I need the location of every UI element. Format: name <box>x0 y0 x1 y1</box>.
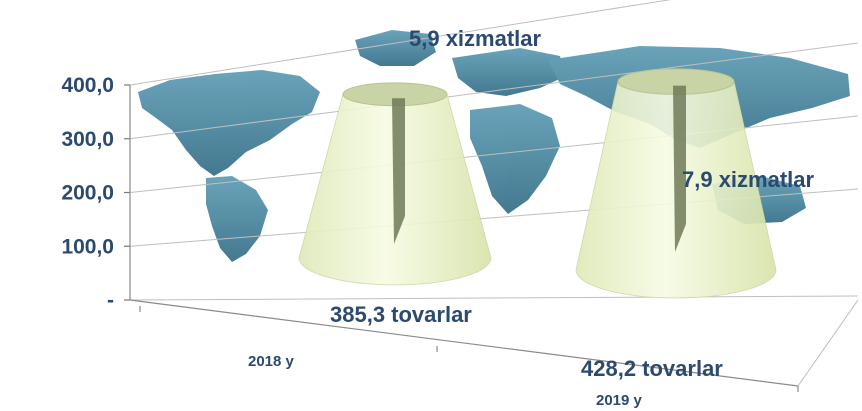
y-tick-layer: - 100,0 200,0 300,0 400,0 <box>61 74 114 312</box>
y-tick-label: 300,0 <box>61 128 114 151</box>
axis-layer <box>124 84 859 392</box>
map-europe <box>452 48 566 96</box>
x-tick-label: 2019 y <box>596 392 643 409</box>
y-tick-label: 100,0 <box>61 235 114 258</box>
data-label-services-2018: 5,9 xizmatlar <box>409 26 542 51</box>
label-layer: 5,9 xizmatlar 7,9 xizmatlar 385,3 tovarlar… <box>248 26 815 409</box>
y-tick-label: - <box>107 289 114 312</box>
cone-2 <box>575 68 777 299</box>
map-north-america <box>138 70 320 176</box>
data-label-goods-2018: 385,3 tovarlar <box>330 302 472 327</box>
map-africa <box>470 104 560 214</box>
gridline <box>129 42 859 140</box>
cone-layer <box>298 68 777 299</box>
service-wedge <box>673 85 686 252</box>
cone-1 <box>298 82 492 286</box>
service-wedge <box>392 98 405 244</box>
x-axis-line <box>129 299 799 387</box>
map-greenland <box>355 30 436 66</box>
data-label-services-2019: 7,9 xizmatlar <box>682 167 815 192</box>
gridline <box>129 295 859 301</box>
map-south-america <box>206 176 268 262</box>
y-tick-label: 200,0 <box>61 182 114 205</box>
y-tick-label: 400,0 <box>61 74 114 97</box>
data-label-goods-2019: 428,2 tovarlar <box>581 356 723 381</box>
x-tick-label: 2018 y <box>248 353 295 370</box>
floor-edge <box>797 299 859 387</box>
gridline <box>129 0 672 86</box>
